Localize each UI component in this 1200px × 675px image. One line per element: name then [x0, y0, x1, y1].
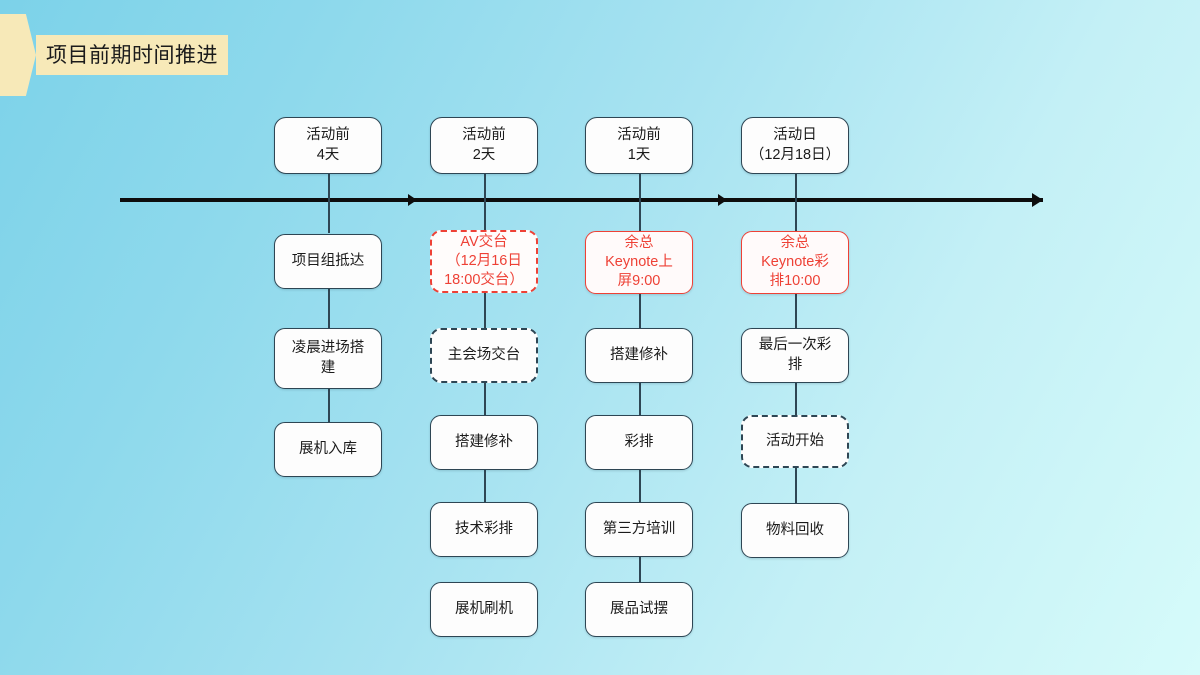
task-label: 项目组抵达	[291, 252, 365, 269]
connector	[328, 173, 330, 233]
connector	[328, 289, 330, 328]
task-label: 主会场交台	[447, 346, 521, 363]
task-box[interactable]: 项目组抵达	[274, 234, 382, 289]
task-box[interactable]: 展机入库	[274, 422, 382, 477]
page-title: 项目前期时间推进	[46, 43, 218, 67]
task-box[interactable]: 技术彩排	[430, 502, 538, 557]
task-box[interactable]: 搭建修补	[430, 415, 538, 470]
task-box-highlight[interactable]: 余总 Keynote上 屏9:00	[585, 231, 693, 294]
connector	[639, 470, 641, 502]
connector	[639, 294, 641, 328]
column-header-box[interactable]: 活动前 2天	[430, 117, 538, 174]
connector	[639, 383, 641, 415]
timeline-arrowhead-mid-1	[408, 194, 417, 206]
task-label: 展品试摆	[610, 600, 668, 617]
connector	[328, 389, 330, 422]
task-label: 技术彩排	[455, 520, 513, 537]
task-label: 搭建修补	[610, 346, 668, 363]
task-label: 搭建修补	[455, 433, 513, 450]
task-label: 活动开始	[766, 432, 824, 449]
timeline-axis-line	[120, 198, 1043, 202]
column-header-box[interactable]: 活动前 4天	[274, 117, 382, 174]
timeline-arrowhead-mid-2	[718, 194, 727, 206]
connector	[484, 383, 486, 415]
task-label: 彩排	[624, 433, 654, 450]
task-box[interactable]: 彩排	[585, 415, 693, 470]
connector	[484, 293, 486, 328]
task-box[interactable]: 最后一次彩 排	[741, 328, 849, 383]
task-box[interactable]: 凌晨进场搭 建	[274, 328, 382, 389]
task-label: 最后一次彩 排	[758, 337, 832, 373]
task-label: 凌晨进场搭 建	[291, 340, 365, 376]
task-label: 第三方培训	[602, 520, 676, 537]
task-box-milestone[interactable]: 主会场交台	[430, 328, 538, 383]
connector	[795, 294, 797, 328]
task-label: 展机刷机	[455, 600, 513, 617]
timeline-axis	[120, 193, 1043, 207]
column-header-label: 活动前 4天	[306, 127, 350, 163]
task-box[interactable]: 第三方培训	[585, 502, 693, 557]
task-label: 展机入库	[299, 440, 357, 457]
task-box-highlight[interactable]: AV交台 （12月16日 18:00交台）	[430, 230, 538, 293]
task-box[interactable]: 搭建修补	[585, 328, 693, 383]
column-header-label: 活动前 2天	[462, 127, 506, 163]
task-label: 余总 Keynote上 屏9:00	[605, 234, 673, 290]
task-box-highlight[interactable]: 余总 Keynote彩 排10:00	[741, 231, 849, 294]
connector	[484, 470, 486, 502]
column-header-box[interactable]: 活动前 1天	[585, 117, 693, 174]
task-box[interactable]: 物料回收	[741, 503, 849, 558]
connector	[795, 383, 797, 415]
task-label: AV交台 （12月16日 18:00交台）	[444, 233, 524, 289]
connector	[639, 173, 641, 231]
task-label: 余总 Keynote彩 排10:00	[761, 234, 829, 290]
title-band: 项目前期时间推进	[36, 35, 228, 75]
task-label: 物料回收	[766, 521, 824, 538]
task-box[interactable]: 展品试摆	[585, 582, 693, 637]
column-header-label: 活动前 1天	[617, 127, 661, 163]
task-box[interactable]: 展机刷机	[430, 582, 538, 637]
title-tab-shape	[0, 14, 36, 96]
column-header-label: 活动日 （12月18日）	[749, 127, 841, 163]
connector	[484, 173, 486, 230]
task-box-milestone[interactable]: 活动开始	[741, 415, 849, 468]
connector	[795, 173, 797, 231]
connector	[639, 557, 641, 582]
timeline-arrowhead-end	[1032, 193, 1043, 207]
column-header-box[interactable]: 活动日 （12月18日）	[741, 117, 849, 174]
connector	[795, 468, 797, 503]
